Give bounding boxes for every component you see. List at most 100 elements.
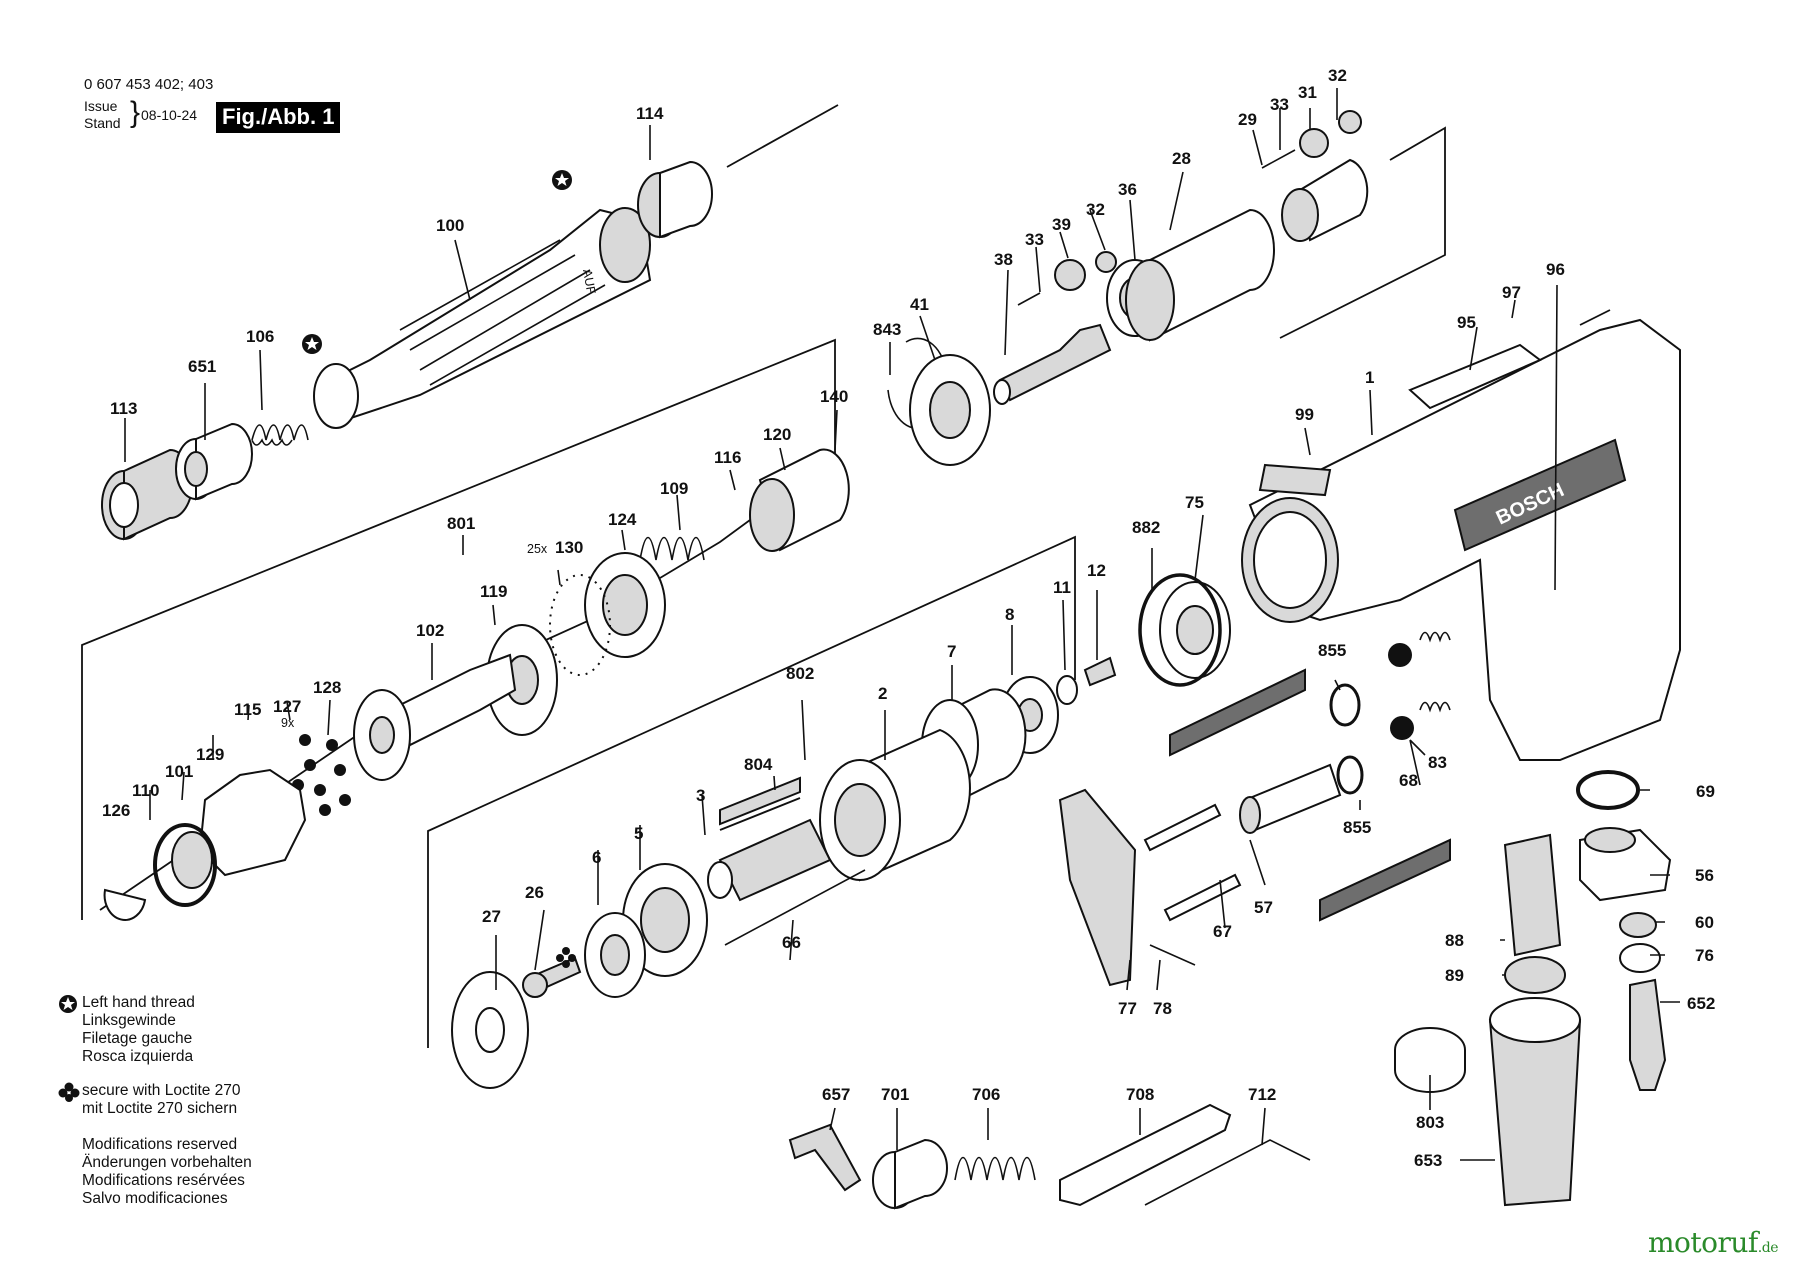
valve-57	[1239, 763, 1342, 834]
label-41: 41	[910, 295, 929, 314]
label-5: 5	[634, 824, 643, 843]
label-83: 83	[1428, 753, 1447, 772]
frame-802	[427, 535, 1076, 1048]
label-124: 124	[608, 510, 637, 529]
plug-56	[1579, 827, 1672, 902]
watermark-name: motoruf	[1647, 1226, 1758, 1259]
gear-31	[1299, 128, 1329, 158]
label-882: 882	[1132, 518, 1160, 537]
label-1: 1	[1365, 368, 1374, 387]
spring-109	[639, 536, 705, 561]
issue-label: Issue	[84, 98, 118, 114]
label-33: 33	[1270, 95, 1289, 114]
legend-loctite: secure with Loctite 270 mit Loctite 270 …	[58, 1082, 241, 1118]
balls-128	[292, 734, 351, 816]
label-99: 99	[1295, 405, 1314, 424]
label-855b: 855	[1343, 818, 1371, 837]
legend-text: secure with Loctite 270	[82, 1082, 241, 1099]
plate-95	[1408, 343, 1542, 410]
cap-803	[1394, 1027, 1466, 1093]
washer-119	[486, 624, 558, 736]
label-2: 2	[878, 684, 887, 703]
label-33b: 33	[1025, 230, 1044, 249]
label-7: 7	[947, 642, 956, 661]
part-number: 0 607 453 402; 403	[84, 76, 214, 93]
wrench-708	[1059, 1103, 1232, 1207]
label-109: 109	[660, 479, 688, 498]
label-32: 32	[1328, 66, 1347, 85]
balls-130	[549, 574, 611, 676]
label-801: 801	[447, 514, 475, 533]
oring-855	[1329, 683, 1361, 727]
ring-124	[584, 552, 666, 658]
legend-text: Salvo modificaciones	[82, 1190, 228, 1207]
label-701: 701	[881, 1085, 909, 1104]
legend-text: Rosca izquierda	[82, 1048, 194, 1065]
label-31: 31	[1298, 83, 1317, 102]
label-651: 651	[188, 357, 216, 376]
legend-text: Modifications resérvées	[82, 1172, 245, 1189]
label-66: 66	[782, 933, 801, 952]
bearing-6	[584, 912, 646, 998]
label-130: 130	[555, 538, 583, 557]
legend-text: Filetage gauche	[82, 1030, 193, 1047]
label-60: 60	[1695, 913, 1714, 932]
label-106: 106	[246, 327, 274, 346]
stand-label: Stand	[84, 115, 121, 131]
brace: }	[130, 96, 141, 129]
carrier-29	[1281, 158, 1369, 242]
screw-12	[1083, 656, 1117, 687]
leader-lines	[124, 88, 1680, 1161]
bearing-41	[909, 354, 991, 466]
key-712	[1144, 1139, 1311, 1206]
label-128: 128	[313, 678, 341, 697]
oring-882	[1138, 573, 1222, 687]
star-circle-icon	[58, 994, 78, 1019]
screen-60	[1619, 912, 1657, 938]
legend-modifications: Modifications reserved Änderungen vorbeh…	[82, 1136, 252, 1208]
gear-32	[1095, 110, 1362, 273]
gear-39	[1054, 259, 1086, 291]
label-28: 28	[1172, 149, 1191, 168]
label-100: 100	[436, 216, 464, 235]
label-75: 75	[1185, 493, 1204, 512]
spring-83	[1419, 631, 1451, 713]
label-27: 27	[482, 907, 501, 926]
spindle-102	[353, 653, 517, 781]
star-circle-icon	[302, 334, 322, 354]
nut-113	[101, 448, 193, 541]
pin-33b	[1017, 292, 1041, 306]
washer-27	[451, 971, 529, 1089]
clip-126	[103, 888, 147, 921]
watermark: motoruf.de	[1647, 1226, 1779, 1259]
star-circle-icon	[552, 170, 572, 190]
label-69: 69	[1696, 782, 1715, 801]
label-8: 8	[1005, 605, 1014, 624]
quantity-9x: 9x	[281, 716, 295, 730]
lever-77	[1058, 788, 1137, 987]
label-39: 39	[1052, 215, 1071, 234]
label-97: 97	[1502, 283, 1521, 302]
figure-label: Fig./Abb. 1	[216, 102, 341, 133]
label-38: 38	[994, 250, 1013, 269]
valve-855	[1169, 668, 1451, 922]
label-102: 102	[416, 621, 444, 640]
label-114: 114	[636, 104, 664, 123]
label-77: 77	[1118, 999, 1137, 1018]
housing-100	[313, 207, 652, 429]
legend-text: Modifications reserved	[82, 1136, 238, 1153]
label-652: 652	[1687, 994, 1715, 1013]
club-icon	[556, 947, 576, 968]
label-3: 3	[696, 786, 705, 805]
label-855: 855	[1318, 641, 1346, 660]
engraving-auf: AUF	[580, 268, 598, 295]
housing-1: BOSCH	[1241, 318, 1681, 761]
frame-line	[1279, 126, 1446, 339]
legend-text: Linksgewinde	[82, 1012, 176, 1029]
label-78: 78	[1153, 999, 1172, 1018]
label-32b: 32	[1086, 200, 1105, 219]
pin-78	[1149, 944, 1196, 966]
label-26: 26	[525, 883, 544, 902]
label-115: 115	[234, 700, 261, 719]
